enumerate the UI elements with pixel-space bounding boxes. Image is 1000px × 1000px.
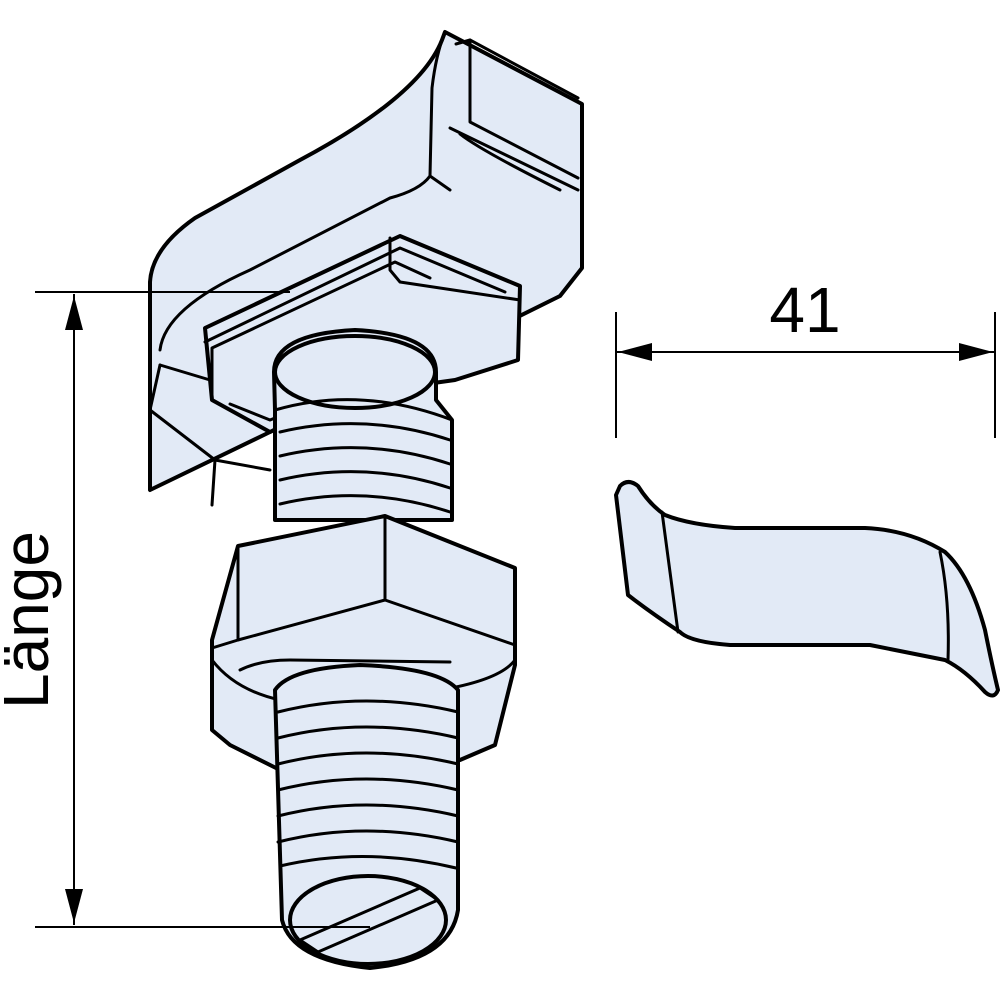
arrowhead-top [65, 296, 83, 330]
arrowhead-left [618, 343, 652, 361]
width-dimension: 41 [615, 274, 996, 438]
arrowhead-bottom [65, 889, 83, 923]
width-dimension-value: 41 [769, 274, 840, 346]
lower-thread [273, 663, 460, 970]
arrowhead-right [959, 343, 993, 361]
spring-clip [614, 480, 1000, 698]
upper-shank [272, 328, 454, 522]
length-dimension: Länge [0, 291, 370, 928]
length-label: Länge [0, 531, 62, 709]
